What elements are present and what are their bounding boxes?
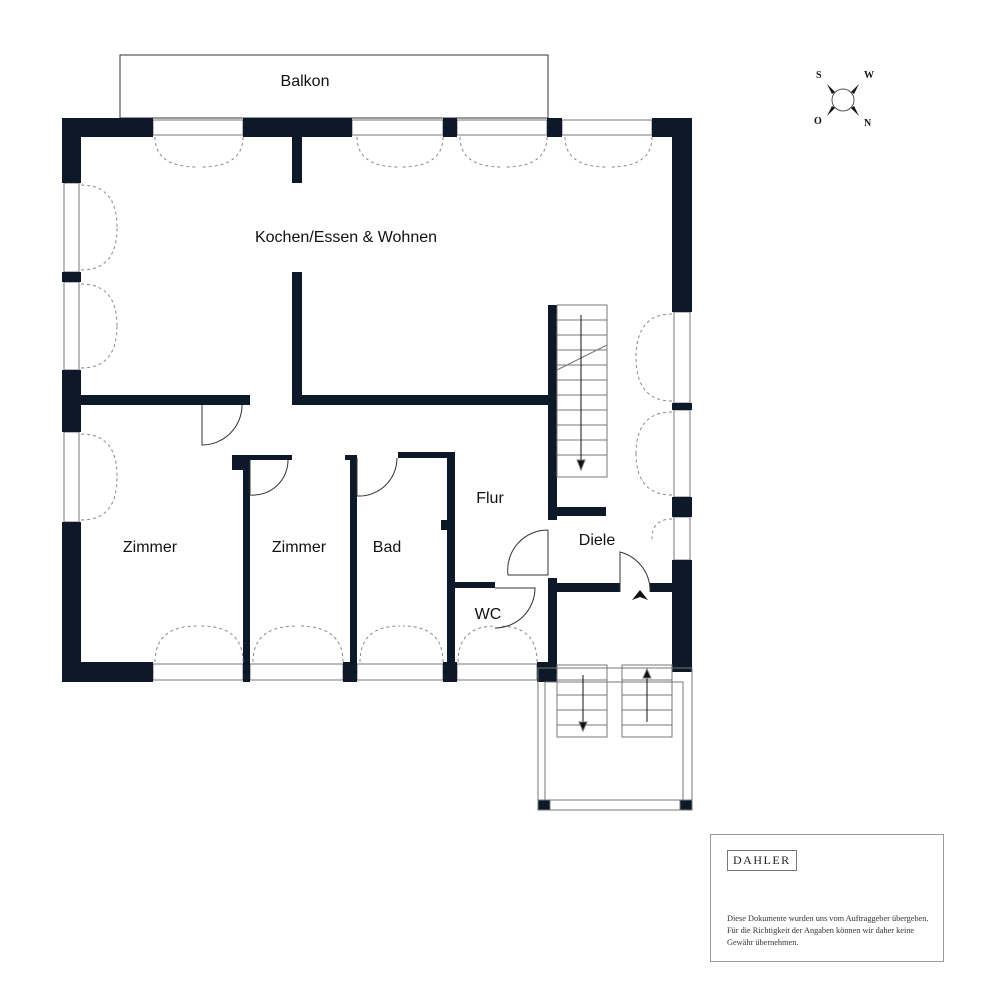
- compass-s: S: [816, 70, 822, 81]
- staircase-lower: [537, 664, 693, 811]
- compass-o: O: [814, 116, 822, 127]
- door-swings: [80, 136, 673, 663]
- room-label-wc: WC: [474, 606, 502, 623]
- compass-icon: [827, 84, 859, 116]
- dahler-logo: DAHLER: [727, 850, 797, 871]
- disclaimer-text: Diese Dokumente wurden uns vom Auftragge…: [727, 914, 929, 947]
- room-label-zimmer-2: Zimmer: [271, 539, 327, 556]
- compass-n: N: [864, 118, 872, 129]
- windows: [63, 119, 691, 681]
- room-label-diele: Diele: [578, 532, 616, 549]
- room-label-bad: Bad: [372, 539, 402, 556]
- room-label-flur: Flur: [476, 490, 504, 507]
- compass-w: W: [864, 70, 874, 81]
- disclaimer-box: DAHLER Diese Dokumente wurden uns vom Au…: [710, 834, 944, 962]
- room-label-zimmer-1: Zimmer: [122, 539, 178, 556]
- staircase-upper: [556, 304, 608, 478]
- balcony-outline: [119, 54, 549, 119]
- walls: [62, 118, 692, 682]
- room-label-balkon: Balkon: [280, 73, 330, 90]
- room-label-kochen: Kochen/Essen & Wohnen: [254, 229, 438, 246]
- entrance-arrow-icon: [632, 590, 648, 600]
